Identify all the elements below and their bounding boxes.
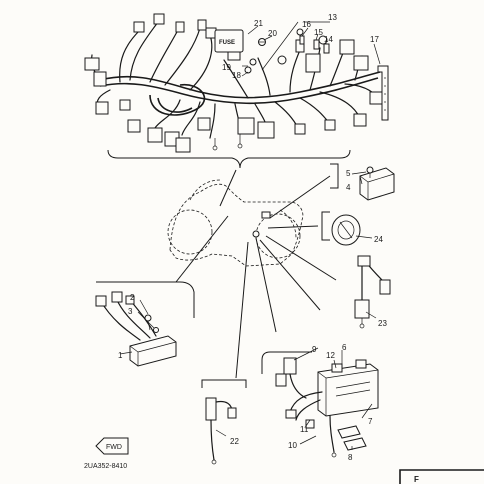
unit-4 <box>359 167 395 201</box>
callout-7: 7 <box>368 417 373 426</box>
callout-12: 12 <box>326 351 335 360</box>
callout-21: 21 <box>254 19 263 28</box>
callout-6: 6 <box>342 343 347 352</box>
bracket-1-3 <box>96 281 195 318</box>
bracket-6-12 <box>261 351 312 374</box>
callout-23: 23 <box>378 319 387 328</box>
screw-5 <box>366 166 374 178</box>
component-24 <box>331 214 361 246</box>
callout-10: 10 <box>288 441 297 450</box>
callout-19: 19 <box>222 63 231 72</box>
callout-numbers: 1 2 3 4 5 6 7 8 9 10 11 12 13 14 15 16 1… <box>118 13 387 462</box>
pads-8 <box>337 425 367 451</box>
bracket-22 <box>201 379 247 388</box>
switch-23 <box>354 255 391 329</box>
spare-fuses <box>299 35 330 54</box>
wire-harness <box>84 13 383 153</box>
callout-15: 15 <box>314 28 323 37</box>
holder-9 <box>275 357 307 399</box>
component-1 <box>95 291 177 367</box>
callout-11: 11 <box>300 425 309 434</box>
callout-4: 4 <box>346 183 351 192</box>
fuse-hardware <box>244 38 266 74</box>
fuse-box: FUSE <box>214 29 244 61</box>
callout-leaders <box>119 21 381 450</box>
bracket-24 <box>321 211 330 241</box>
callout-16: 16 <box>302 20 311 29</box>
motorcycle-outline <box>167 179 304 267</box>
battery-assembly <box>285 359 379 458</box>
corner-box: F <box>399 469 484 484</box>
callout-2: 2 <box>130 293 135 302</box>
callout-24: 24 <box>374 235 383 244</box>
callout-17: 17 <box>370 35 379 44</box>
callout-9: 9 <box>312 345 317 354</box>
fwd-label: FWD <box>106 444 122 451</box>
callout-14: 14 <box>324 35 333 44</box>
callout-13: 13 <box>328 13 337 22</box>
diagram-code: 2UA352-8410 <box>84 463 127 470</box>
callout-18: 18 <box>232 71 241 80</box>
fwd-arrow-icon: FWD <box>95 437 129 455</box>
callout-1: 1 <box>118 351 123 360</box>
screws-2-3 <box>144 314 159 333</box>
leader-lines <box>175 169 337 379</box>
bracket-4-5 <box>330 163 339 189</box>
callout-22: 22 <box>230 437 239 446</box>
fuse-label: FUSE <box>219 40 235 46</box>
callout-8: 8 <box>348 453 353 462</box>
harness-bracket <box>107 149 351 169</box>
clamp-17 <box>377 65 389 121</box>
callout-3: 3 <box>128 307 133 316</box>
callout-20: 20 <box>268 29 277 38</box>
sensor-22 <box>205 397 237 465</box>
callout-5: 5 <box>346 169 351 178</box>
corner-mark: F <box>414 475 419 484</box>
